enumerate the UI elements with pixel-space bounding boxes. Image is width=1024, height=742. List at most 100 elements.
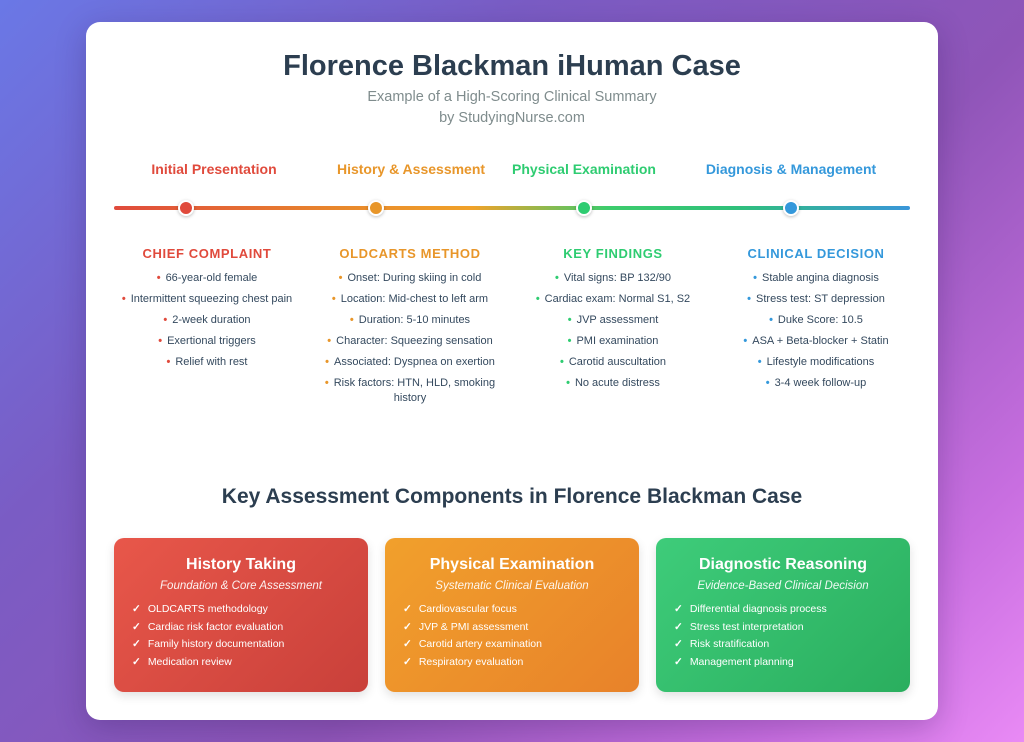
list-item-text: 2-week duration [172, 314, 251, 326]
list-item: • JVP assessment [518, 313, 708, 328]
phase-label-diagnosis-management: Diagnosis & Management [705, 161, 877, 177]
timeline-line [114, 206, 910, 210]
timeline-dot-diagnosis-management [783, 200, 799, 216]
component-card-physical-examination: Physical Examination Systematic Clinical… [385, 538, 639, 692]
bullet-icon: • [156, 272, 161, 284]
list-item-text: Risk factors: HTN, HLD, smoking history [333, 377, 496, 404]
page-subtitle: Example of a High-Scoring Clinical Summa… [367, 89, 657, 105]
list-item: •Cardiac exam: Normal S1, S2 [518, 292, 708, 307]
column-heading: CLINICAL DECISION [747, 246, 885, 261]
list-item-text: JVP & PMI assessment [418, 620, 529, 633]
list-item: ✓ Management planning [674, 656, 892, 669]
bullet-icon: • [765, 377, 770, 389]
list-item: ✓ Risk stratification [674, 638, 892, 651]
list-item-text: JVP assessment [576, 314, 659, 326]
list-item: •Stable angina diagnosis [721, 271, 911, 286]
bullet-icon: • [338, 272, 343, 284]
checkmark-icon: ✓ [132, 603, 141, 615]
list-item-text: 3-4 week follow-up [774, 377, 867, 389]
list-item: •Associated: Dyspnea on exertion [315, 355, 505, 370]
column-heading: KEY FINDINGS [563, 246, 663, 261]
list-item: •Location: Mid-chest to left arm [315, 292, 505, 307]
list-item: • 66-year-old female [112, 271, 302, 286]
list-item-text: Stress test: ST depression [756, 293, 885, 305]
component-card-subtitle: Systematic Clinical Evaluation [435, 580, 589, 592]
column-heading: CHIEF COMPLAINT [142, 246, 272, 261]
list-item: • Duke Score: 10.5 [721, 313, 911, 328]
list-item-text: Location: Mid-chest to left arm [340, 293, 489, 305]
bullet-icon: • [747, 293, 752, 305]
summary-card: Florence Blackman iHuman Case Example of… [86, 22, 938, 720]
bullet-icon: • [566, 377, 570, 389]
bullet-icon: • [327, 335, 332, 347]
checkmark-icon: ✓ [674, 655, 683, 668]
list-item: ✓Differential diagnosis process [674, 603, 892, 616]
list-item: •Risk factors: HTN, HLD, smoking history [315, 376, 505, 406]
component-card-subtitle: Foundation & Core Assessment [160, 580, 322, 592]
list-item: • Intermittent squeezing chest pain [112, 292, 302, 307]
list-item: ✓Cardiovascular focus [403, 603, 621, 616]
list-item: ✓JVP & PMI assessment [403, 621, 621, 634]
components-section-title: Key Assessment Components in Florence Bl… [221, 485, 803, 508]
bullet-icon: • [158, 335, 163, 347]
list-item-text: Management planning [689, 655, 794, 668]
list-item: ✓ Stress test interpretation [674, 621, 892, 634]
list-item-text: Stress test interpretation [689, 620, 804, 633]
timeline-dot-initial-presentation [178, 200, 194, 216]
list-item: •No acute distress [518, 376, 708, 391]
list-item-text: Character: Squeezing sensation [336, 335, 493, 347]
list-item: •Relief with rest [112, 355, 302, 370]
bullet-icon: • [554, 272, 559, 284]
bullet-icon: • [753, 272, 758, 284]
bullet-icon: • [121, 293, 126, 305]
checkmark-icon: ✓ [674, 620, 683, 633]
timeline-dot-physical-examination [576, 200, 592, 216]
checkmark-icon: ✓ [132, 620, 141, 633]
list-item-text: Risk stratification [689, 638, 770, 650]
list-item: •PMI examination [518, 334, 708, 349]
phase-label-physical-examination: Physical Examination [512, 161, 656, 177]
list-item-text: Exertional triggers [167, 335, 256, 347]
checkmark-icon: ✓ [674, 638, 683, 650]
list-item-text: Vital signs: BP 132/90 [563, 272, 672, 284]
bullet-icon: • [769, 314, 773, 326]
list-item: ✓Carotid artery examination [403, 638, 621, 651]
component-card-subtitle: Evidence-Based Clinical Decision [697, 580, 869, 592]
checkmark-icon: ✓ [674, 603, 683, 615]
list-item-text: PMI examination [576, 335, 659, 347]
list-item-text: Intermittent squeezing chest pain [130, 293, 293, 305]
list-item-text: Lifestyle modifications [766, 356, 875, 368]
bullet-icon: • [325, 356, 330, 368]
checkmark-icon: ✓ [403, 638, 412, 650]
list-item: •ASA + Beta-blocker + Statin [721, 334, 911, 349]
list-item-text: Carotid auscultation [568, 356, 667, 368]
column-chief-complaint: CHIEF COMPLAINT • 66-year-old female • Inte… [112, 246, 302, 376]
list-item: • Character: Squeezing sensation [315, 334, 505, 349]
list-item-text: Duration: 5-10 minutes [358, 314, 471, 326]
component-card-list: ✓Cardiovascular focus✓JVP & PMI assessme… [403, 603, 621, 669]
component-card-history-taking: History Taking Foundation & Core Assessm… [114, 538, 368, 692]
component-card-title: Physical Examination [429, 556, 595, 573]
bullet-icon: • [163, 314, 168, 326]
list-item-text: Duke Score: 10.5 [777, 314, 863, 326]
phase-label-initial-presentation: Initial Presentation [151, 161, 277, 177]
bullet-icon: • [567, 314, 572, 326]
column-list: •Stable angina diagnosis•Stress test: ST… [721, 271, 911, 391]
list-item-text: 66-year-old female [165, 272, 258, 284]
bullet-icon: • [166, 356, 171, 368]
list-item-text: Onset: During skiing in cold [347, 272, 482, 284]
list-item-text: Medication review [147, 655, 232, 668]
column-oldcarts-method: OLDCARTS METHOD • Onset: During skiing in… [315, 246, 505, 412]
phase-label-history-assessment: History & Assessment [336, 161, 486, 177]
bullet-icon: • [743, 335, 748, 347]
column-heading: OLDCARTS METHOD [339, 246, 481, 261]
list-item: • Vital signs: BP 132/90 [518, 271, 708, 286]
bullet-icon: • [349, 314, 354, 326]
list-item-text: OLDCARTS methodology [147, 603, 268, 615]
checkmark-icon: ✓ [403, 603, 412, 615]
list-item: • 2-week duration [112, 313, 302, 328]
checkmark-icon: ✓ [132, 655, 141, 668]
list-item: •Lifestyle modifications [721, 355, 911, 370]
list-item: • 3-4 week follow-up [721, 376, 911, 391]
list-item: ✓Respiratory evaluation [403, 656, 621, 669]
